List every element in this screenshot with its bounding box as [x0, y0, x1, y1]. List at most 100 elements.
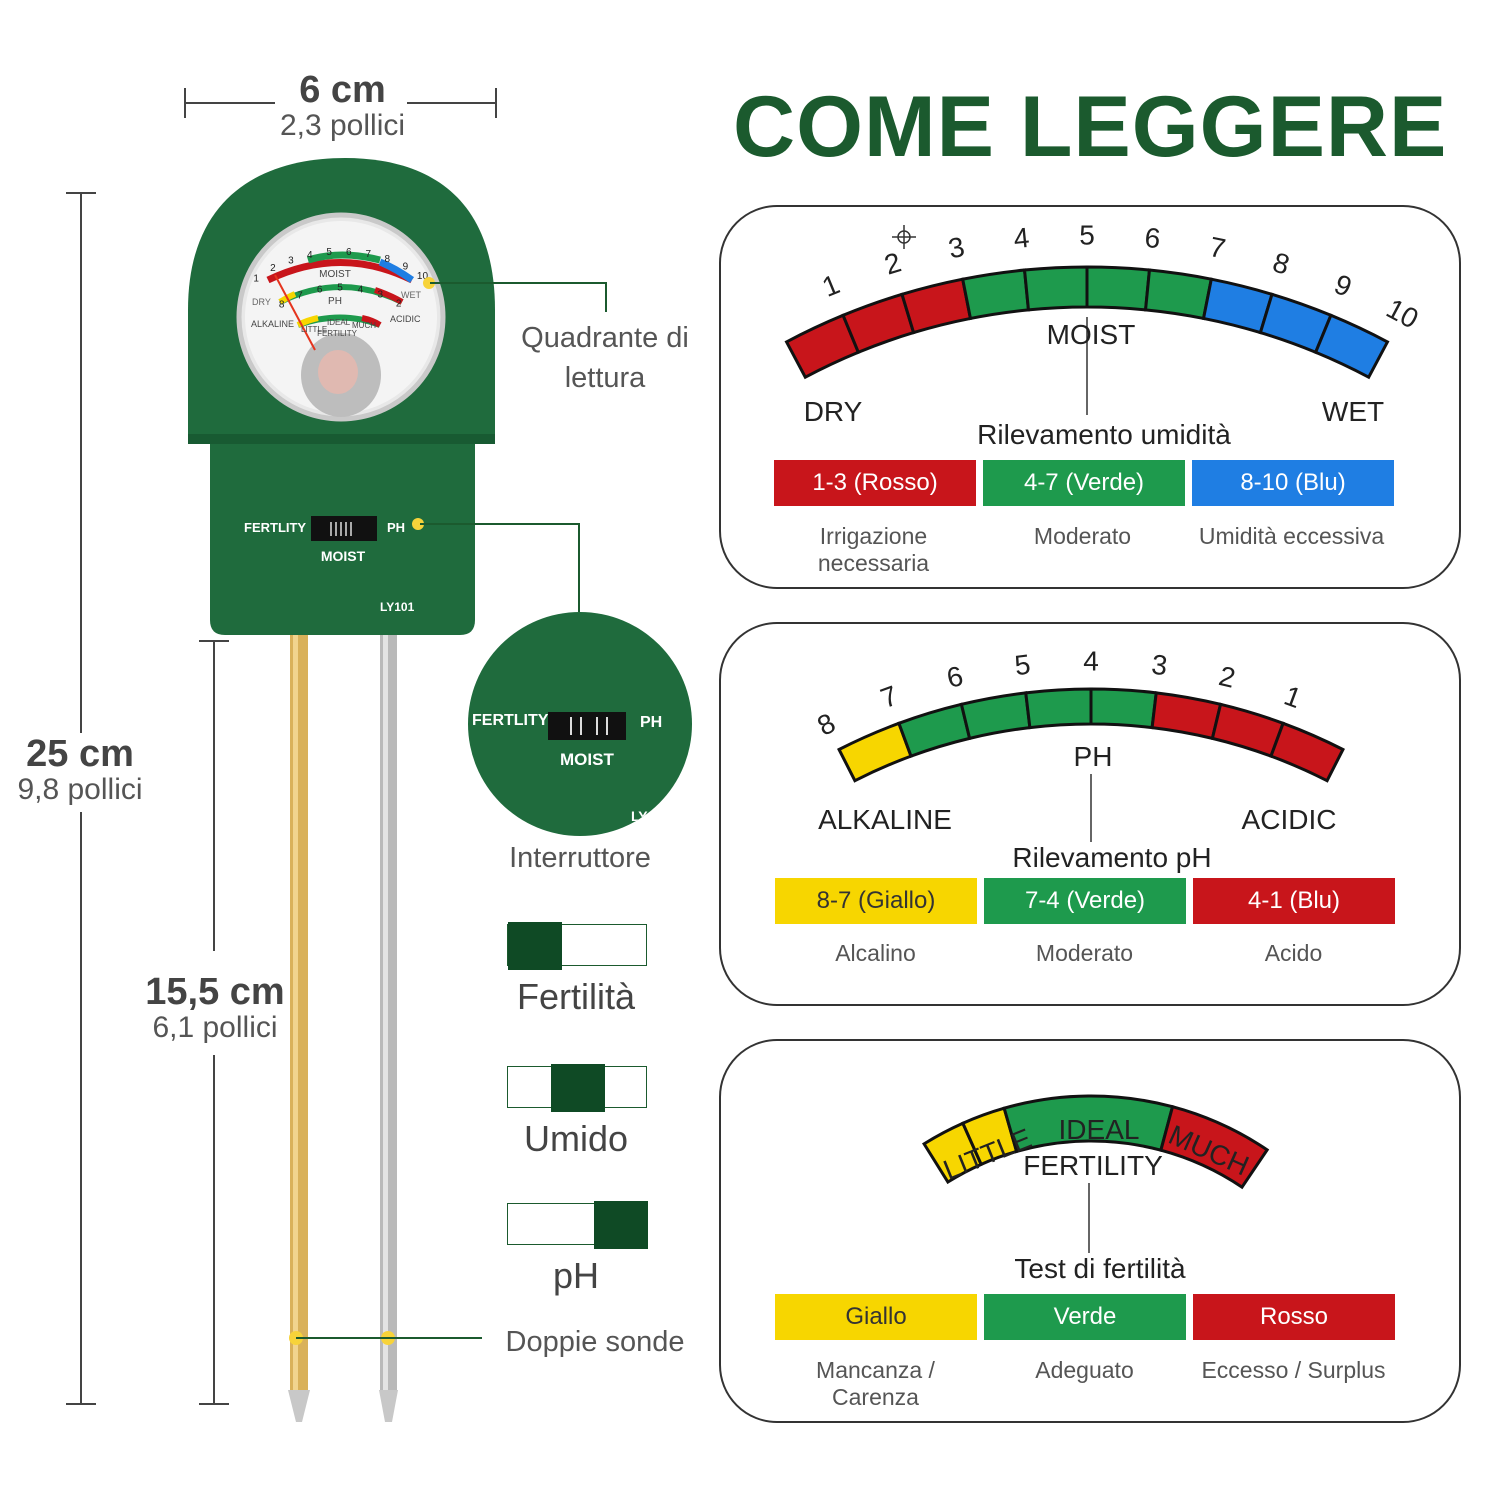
zoom-ph-label: PH: [640, 714, 663, 731]
device-switch-fertility-label: FERTLITY: [244, 520, 306, 535]
probe-dimension-tick-bottom: [199, 1403, 229, 1405]
ph-heading: Rilevamento pH: [1012, 842, 1212, 873]
switch-mode-ph-label: pH: [552, 1255, 600, 1296]
probe-silver-tip: [379, 1390, 398, 1422]
moisture-dry-label: DRY: [804, 396, 863, 427]
fertility-legend-green: Verde: [984, 1294, 1186, 1340]
dial-moist-9: 9: [403, 261, 409, 272]
ph-alkaline-label: ALKALINE: [818, 804, 952, 835]
moisture-scale-1: 1: [818, 268, 844, 303]
width-dimension-line-left: [185, 102, 275, 104]
dial-fertility-label: FERTILITY: [317, 329, 358, 338]
moisture-wet-label: WET: [1322, 396, 1384, 427]
ph-caption-yellow: Alcalino: [835, 940, 916, 966]
moisture-scale-5: 5: [1079, 219, 1095, 250]
ph-scale-7: 7: [877, 680, 902, 714]
probes-callout-label: Doppie sonde: [505, 1326, 685, 1358]
ph-caption-red: Acido: [1264, 940, 1323, 966]
dial-dry-label: DRY: [252, 297, 271, 307]
ph-segment-3: [959, 691, 1032, 741]
moisture-segment-5: [1022, 265, 1089, 312]
moisture-scale-6: 6: [1143, 222, 1162, 254]
moisture-captions: Irrigazione necessaria Moderato Umidità …: [769, 523, 1396, 577]
fertility-caption-green: Adeguato: [1035, 1357, 1134, 1383]
dial-ph-2: 2: [396, 299, 402, 310]
moisture-scale-10: 10: [1382, 293, 1424, 335]
dial-callout-dot: [423, 277, 435, 289]
ph-caption-green: Moderato: [1035, 940, 1134, 966]
switch-mode-moist: [507, 1064, 647, 1112]
device-switch[interactable]: [311, 516, 377, 541]
moisture-caption-red: Irrigazione necessaria: [817, 523, 930, 576]
dial-callout-label: Quadrante di lettura: [521, 322, 689, 394]
moisture-scale-7: 7: [1207, 231, 1228, 264]
ph-legend-green: 7-4 (Verde): [984, 878, 1186, 924]
dial-acidic-label: ACIDIC: [390, 314, 421, 324]
switch-zoom: FERTLITY PH MOIST LY: [468, 612, 692, 836]
height-dimension-line: [80, 193, 82, 733]
dial-ph-4: 4: [358, 284, 364, 295]
ph-scale-1: 1: [1280, 680, 1305, 714]
fertility-ideal-label: IDEAL: [1059, 1114, 1140, 1145]
moisture-segment-4: [960, 268, 1031, 321]
height-dimension-tick-bottom: [66, 1403, 96, 1405]
zoom-model-edge: LY: [631, 808, 648, 824]
device-model-label: LY101: [380, 600, 415, 614]
moisture-legend: 1-3 (Rosso) 4-7 (Verde) 8-10 (Blu): [774, 460, 1394, 506]
ph-scale-5: 5: [1013, 649, 1032, 682]
ph-scale-8: 8: [812, 707, 840, 742]
dial-moist-6: 6: [346, 247, 352, 258]
dial-ph-3: 3: [377, 290, 383, 301]
ph-segment-5: [1089, 687, 1158, 730]
height-dimension-line-lower: [80, 812, 82, 1404]
switch-callout-label: Interruttore: [509, 842, 651, 874]
ph-scale-3: 3: [1150, 649, 1169, 682]
fertility-legend-red: Rosso: [1193, 1294, 1395, 1340]
moisture-scale-3: 3: [946, 231, 967, 264]
probe-cm: 15,5 cm: [145, 971, 285, 1013]
dial-moist-1: 1: [253, 273, 259, 284]
device-switch-ph-label: PH: [387, 520, 405, 535]
height-dimension-tick-top: [66, 192, 96, 194]
ph-segment-1: [837, 721, 913, 783]
width-dimension-line-right: [407, 102, 497, 104]
callout-connectors: [296, 282, 607, 1339]
ph-segment-8: [1269, 721, 1345, 783]
dial-moist-5: 5: [326, 247, 332, 258]
fertility-caption-yellow: Mancanza / Carenza: [816, 1357, 935, 1410]
dial-ph-5: 5: [337, 283, 343, 294]
moisture-center-label: MOIST: [1047, 319, 1136, 350]
probe-gold-tip: [288, 1390, 310, 1422]
width-inches: 2,3 pollici: [279, 109, 406, 142]
moisture-segment-2: [841, 292, 916, 355]
width-dimension-tick-right: [495, 88, 497, 118]
ph-segment-2: [896, 702, 972, 759]
zoom-switch[interactable]: [548, 712, 626, 740]
moisture-segment-7: [1143, 268, 1214, 321]
fertility-caption-red: Eccesso / Surplus: [1201, 1357, 1386, 1383]
dial-ph-7: 7: [297, 290, 303, 301]
crosshair-icon: [892, 225, 916, 249]
dial-moist-3: 3: [288, 255, 294, 266]
zoom-fertility-label: FERTLITY: [472, 712, 549, 729]
dial-wet-label: WET: [401, 290, 421, 300]
dial-needle: [274, 274, 316, 351]
moisture-heading: Rilevamento umidità: [977, 419, 1231, 450]
moisture-legend-green: 4-7 (Verde): [983, 460, 1185, 506]
fertility-panel: LITTLE IDEAL MUCH FERTILITY Test di fert…: [719, 1039, 1461, 1423]
dial-ph-8: 8: [279, 300, 285, 311]
height-dimension-label: 25 cm 9,8 pollici: [0, 734, 160, 806]
height-cm: 25 cm: [26, 733, 134, 775]
width-dimension-tick-left: [184, 88, 186, 118]
moisture-legend-red: 1-3 (Rosso): [774, 460, 976, 506]
probe-dimension-label: 15,5 cm 6,1 pollici: [130, 972, 300, 1044]
moisture-scale-2: 2: [881, 246, 905, 280]
dial-ph-6: 6: [317, 285, 323, 296]
width-dimension-label: 6 cm 2,3 pollici: [255, 70, 430, 142]
ph-gauge-arc: [837, 687, 1345, 783]
switch-mode-moist-label: Umido: [523, 1118, 629, 1159]
moisture-segment-6: [1085, 265, 1152, 312]
ph-center-label: PH: [1074, 741, 1113, 772]
